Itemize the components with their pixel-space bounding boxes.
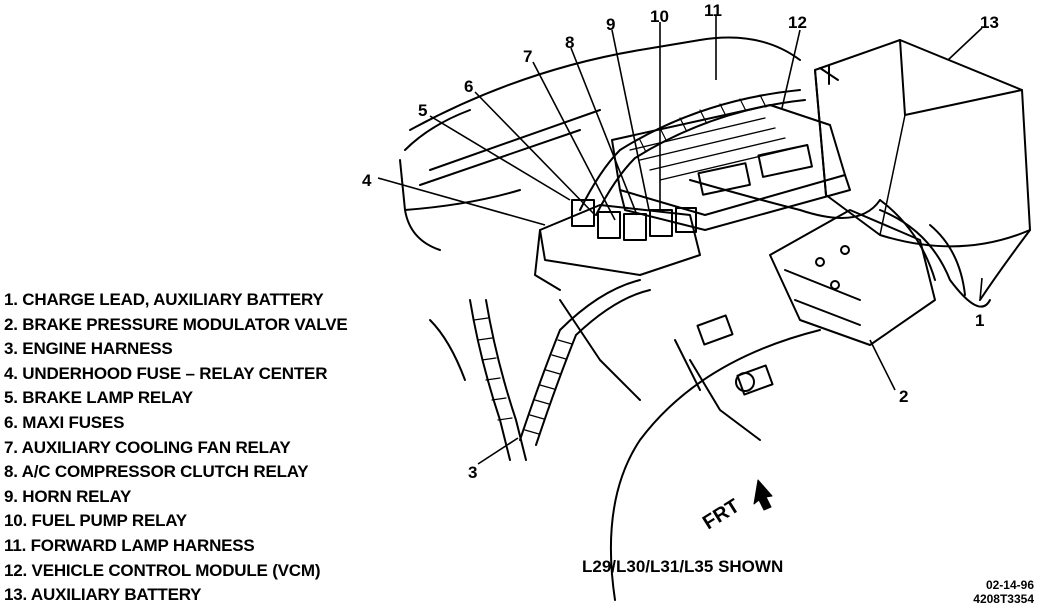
underhood-fuse-relay-center <box>534 199 701 291</box>
component-legend: 1. CHARGE LEAD, AUXILIARY BATTERY 2. BRA… <box>4 288 348 608</box>
callout-10: 10 <box>650 7 669 26</box>
front-direction-arrow <box>753 479 773 511</box>
legend-item: 8. A/C COMPRESSOR CLUTCH RELAY <box>4 462 309 482</box>
auxiliary-battery <box>814 39 1031 248</box>
legend-item: 4. UNDERHOOD FUSE – RELAY CENTER <box>4 363 328 383</box>
legend-item: 2. BRAKE PRESSURE MODULATOR VALVE <box>4 314 348 334</box>
callout-12: 12 <box>788 13 807 32</box>
callout-6: 6 <box>464 77 473 96</box>
legend-item: 6. MAXI FUSES <box>4 412 125 432</box>
legend-item: 13. AUXILIARY BATTERY <box>4 585 202 605</box>
leader-lines <box>377 16 983 465</box>
callout-11: 11 <box>704 1 722 20</box>
legend-item: 10. FUEL PUMP RELAY <box>4 511 187 531</box>
callout-5: 5 <box>418 101 427 120</box>
front-direction-label: FRT <box>699 495 744 534</box>
callout-2: 2 <box>899 387 908 406</box>
engine-harness <box>429 89 936 461</box>
harness-coil-ticks <box>473 94 767 435</box>
legend-item: 12. VEHICLE CONTROL MODULE (VCM) <box>4 560 321 580</box>
callout-13: 13 <box>980 13 999 32</box>
charge-lead-auxiliary-battery <box>879 209 991 308</box>
engine-variant-caption: L29/L30/L31/L35 SHOWN <box>582 557 784 576</box>
callout-9: 9 <box>606 15 615 34</box>
drawing-code: 4208T3354 <box>973 592 1034 606</box>
drawing-date: 02-14-96 <box>985 578 1034 592</box>
legend-item: 7. AUXILIARY COOLING FAN RELAY <box>4 437 291 457</box>
legend-item: 9. HORN RELAY <box>4 486 132 506</box>
callout-3: 3 <box>468 463 477 482</box>
callout-8: 8 <box>565 33 574 52</box>
brake-pressure-modulator-valve <box>674 209 936 441</box>
legend-item: 11. FORWARD LAMP HARNESS <box>4 535 255 555</box>
callout-1: 1 <box>975 311 984 330</box>
callout-7: 7 <box>523 47 532 66</box>
legend-item: 3. ENGINE HARNESS <box>4 339 173 359</box>
legend-item: 1. CHARGE LEAD, AUXILIARY BATTERY <box>4 290 324 309</box>
legend-item: 5. BRAKE LAMP RELAY <box>4 388 193 408</box>
callout-4: 4 <box>362 171 372 190</box>
